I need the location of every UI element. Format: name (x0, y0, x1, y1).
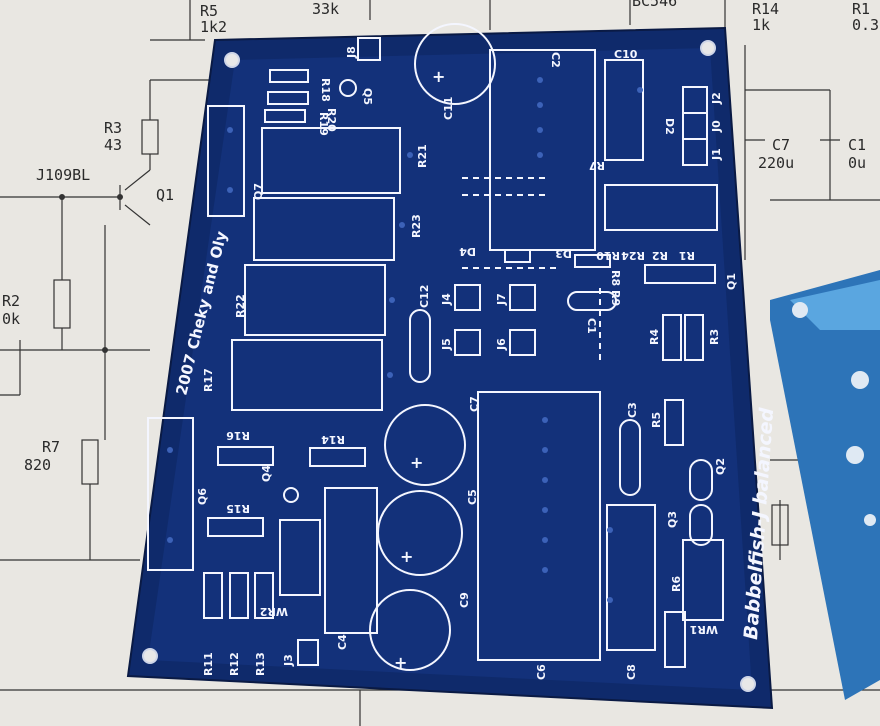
sch-label: 1k (752, 16, 770, 34)
sch-label: R3 (104, 119, 122, 137)
ref-label: Q6 (196, 488, 209, 505)
second-pcb (770, 270, 880, 700)
sch-label: 1k2 (200, 18, 227, 36)
sch-label: 0k (2, 310, 20, 328)
ref-label: R20 (325, 108, 338, 132)
ref-label: C1 (585, 318, 598, 334)
ref-label: R17 (202, 368, 215, 392)
svg-text:+: + (394, 653, 407, 672)
ref-label: J4 (440, 293, 453, 306)
ref-label: Q7 (252, 183, 265, 200)
ref-label: C12 (418, 285, 431, 308)
ref-label: R21 (416, 144, 429, 168)
mounting-holes (142, 40, 756, 692)
sch-label: C1 (848, 136, 866, 154)
ref-label: J5 (440, 338, 453, 351)
ref-label: R9 (609, 290, 622, 306)
sch-label: 820 (24, 456, 51, 474)
ref-label: Q4 (260, 465, 273, 482)
ref-label: R5 (650, 412, 663, 428)
sch-label: R2 (2, 292, 20, 310)
ref-label: C11 (442, 97, 455, 120)
ref-label: WR1 (690, 623, 718, 636)
ref-label: J3 (282, 654, 295, 667)
sch-label: R5 (200, 2, 218, 20)
ref-label: WR2 (260, 605, 288, 618)
sch-label: 220u (758, 154, 794, 172)
sch-label: R14 (752, 0, 779, 18)
sch-label: BC546 (632, 0, 677, 10)
ref-label: C2 (549, 52, 562, 68)
ref-label: R22 (234, 294, 247, 318)
ref-label: R6 (670, 576, 683, 592)
sch-label: C7 (772, 136, 790, 154)
svg-text:+: + (410, 453, 423, 472)
ref-label: C7 (468, 396, 481, 412)
ref-label: R8 (609, 270, 622, 286)
sch-label: 0u (848, 154, 866, 172)
ref-label: J2 (710, 92, 723, 105)
ref-label: Q2 (714, 458, 727, 475)
pcb-pads (167, 77, 643, 603)
ref-label: R15 (226, 502, 250, 515)
ref-label: D4 (459, 245, 476, 258)
ref-label: Q1 (725, 273, 738, 290)
svg-text:+: + (400, 547, 413, 566)
ref-label: R2 (652, 249, 668, 262)
sch-label: Q1 (156, 186, 174, 204)
component-labels: J8 R18 R20 R19 Q5 C2 C10 C11 J2 D2 J0 J1… (196, 46, 738, 680)
ref-label: C3 (626, 402, 639, 418)
schematic-labels: R5 1k2 33k BC546 R14 1k R1 0.3 R3 43 J10… (2, 0, 879, 474)
ref-label: J6 (495, 338, 508, 351)
sch-label: 0.3 (852, 16, 879, 34)
ref-label: R23 (410, 214, 423, 238)
polarity-markers: + + + + (394, 67, 445, 672)
ref-label: R3 (708, 329, 721, 345)
sch-label: J109BL (36, 166, 90, 184)
ref-label: D2 (663, 118, 676, 135)
ref-label: R16 (226, 429, 250, 442)
ref-label: R4 (648, 329, 661, 345)
ref-label: J8 (345, 46, 358, 59)
silkscreen-outlines (147, 23, 724, 671)
main-pcb: J8 R18 R20 R19 Q5 C2 C10 C11 J2 D2 J0 J1… (126, 23, 778, 710)
sch-label: R1 (852, 0, 870, 18)
ref-label: C9 (458, 592, 471, 608)
svg-text:+: + (432, 67, 445, 86)
ref-label: J1 (710, 148, 723, 161)
ref-label: R24 (621, 249, 645, 262)
ref-label: Q3 (666, 511, 679, 528)
ref-label: C10 (614, 48, 638, 61)
ref-label: C8 (625, 664, 638, 680)
jumper-lines (462, 177, 601, 360)
ref-label: Q5 (361, 88, 374, 105)
schematic-junctions (59, 194, 123, 353)
sch-label: 43 (104, 136, 122, 154)
sch-label: R7 (42, 438, 60, 456)
ref-label: J0 (710, 120, 723, 133)
ref-label: R18 (319, 78, 332, 102)
ref-label: R13 (254, 652, 267, 676)
sch-label: 33k (312, 0, 339, 18)
ref-label: C5 (466, 489, 479, 505)
ref-label: R19 (317, 112, 330, 136)
ref-label: R11 (202, 652, 215, 676)
ref-label: R10 (596, 249, 620, 262)
ref-label: C4 (336, 634, 349, 650)
ref-label: D3 (555, 247, 572, 260)
ref-label: C6 (535, 664, 548, 680)
ref-label: J7 (495, 293, 508, 306)
ref-label: R12 (228, 652, 241, 676)
ref-label: R14 (321, 433, 345, 446)
ref-label: R7 (589, 159, 605, 172)
ref-label: R1 (679, 249, 695, 262)
